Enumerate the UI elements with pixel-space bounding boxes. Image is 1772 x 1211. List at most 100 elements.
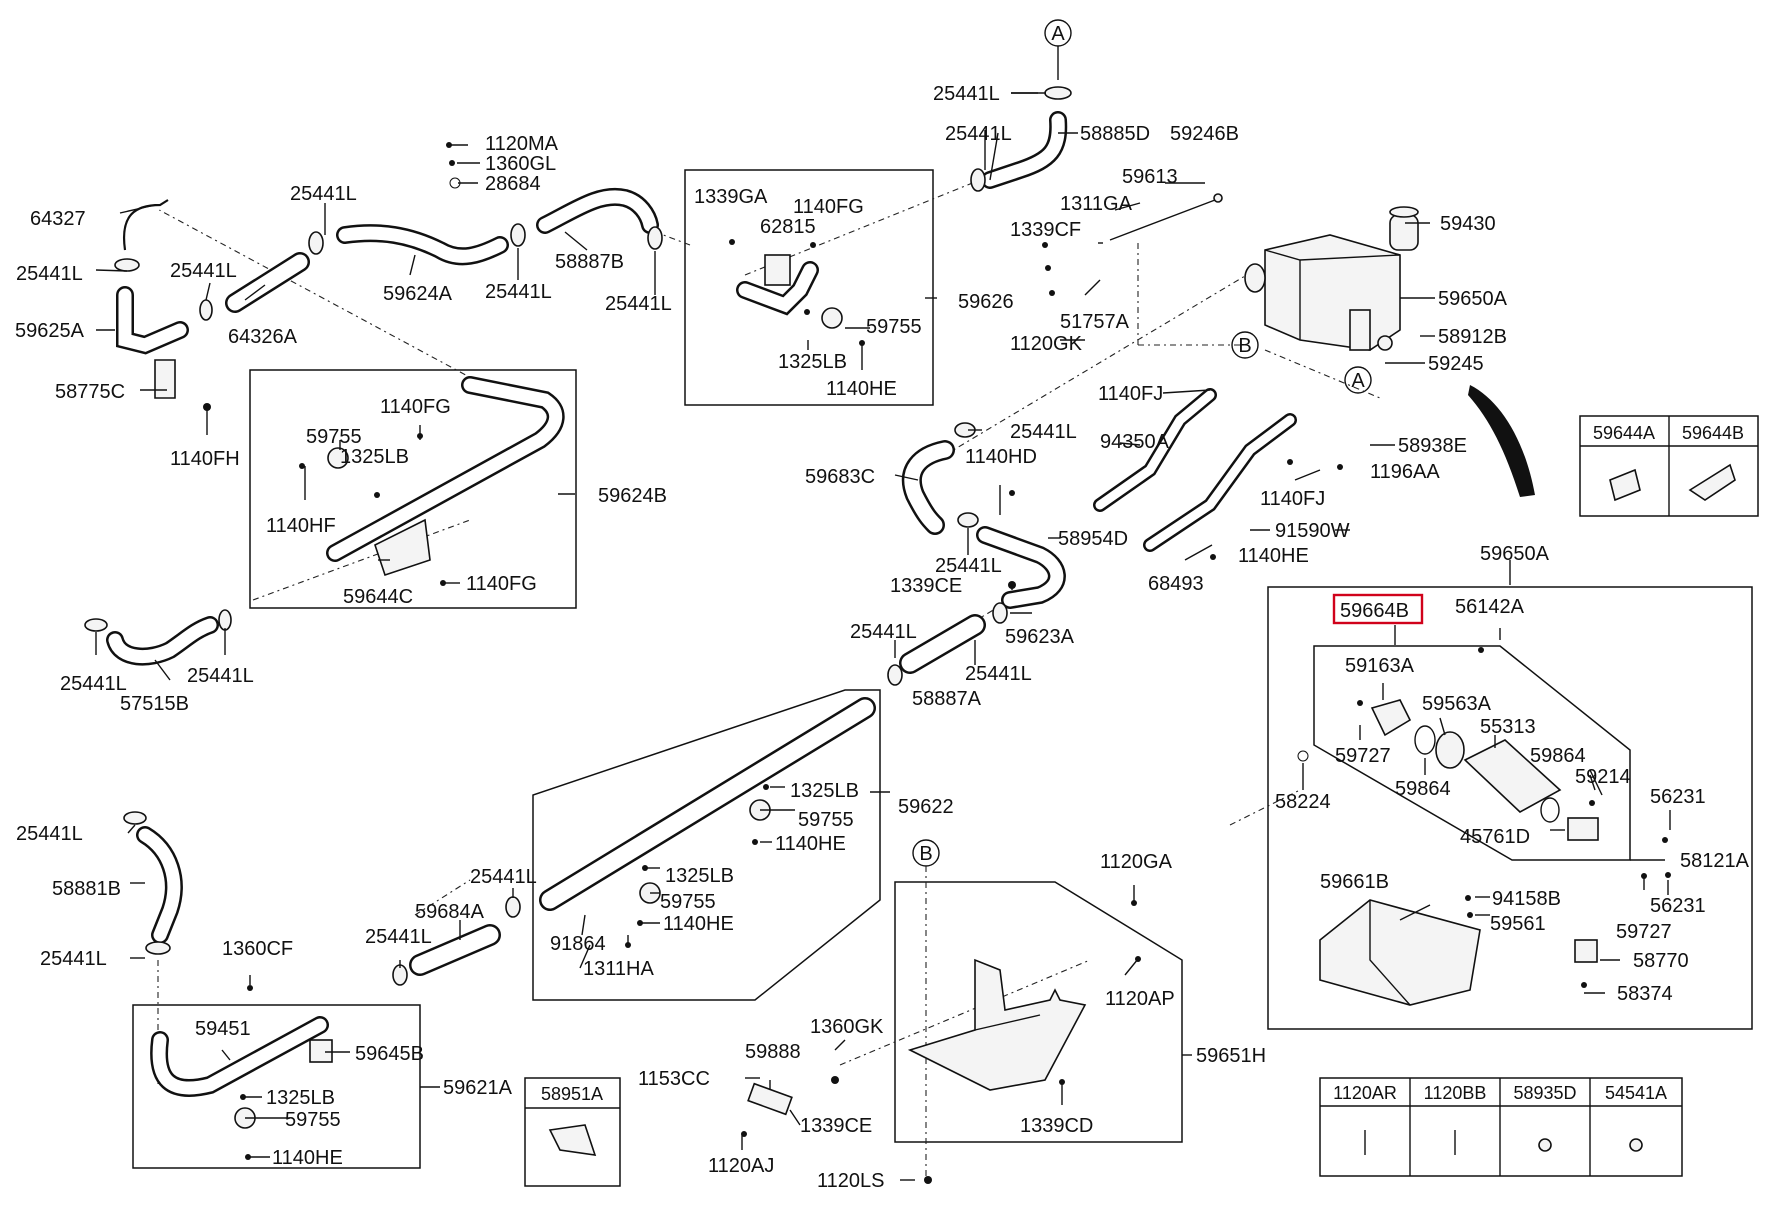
callout-91864: 91864 xyxy=(550,933,606,955)
ref-a-top-label: A xyxy=(1051,23,1065,45)
callout-1360gl: 1360GL xyxy=(485,153,556,175)
callout-1339cd: 1339CD xyxy=(1020,1115,1093,1137)
callout-25441l-h: 25441L xyxy=(60,673,127,695)
callout-58775c: 58775C xyxy=(55,381,125,403)
direction-arrow xyxy=(1468,385,1535,497)
callout-25441l-d: 25441L xyxy=(16,263,83,285)
callout-1120ls: 1120LS xyxy=(817,1170,884,1192)
callout-1325lb-l: 1325LB xyxy=(340,446,409,468)
callout-25441l-j: 25441L xyxy=(1010,421,1077,443)
group-box-59626 xyxy=(684,169,934,406)
callout-56142a: 56142A xyxy=(1455,596,1525,618)
callout-57515b: 57515B xyxy=(120,693,189,715)
ref-a-top: A xyxy=(1044,19,1072,80)
callout-51757a: 51757A xyxy=(1060,311,1130,333)
callout-1140fh: 1140FH xyxy=(170,448,240,470)
callout-25441l-n: 25441L xyxy=(470,866,537,888)
callout-59163a: 59163A xyxy=(1345,655,1415,677)
clamp-top-a xyxy=(1044,86,1072,100)
callout-59755-l: 59755 xyxy=(306,426,362,448)
bracket-59644a xyxy=(1609,468,1641,502)
callout-1140fj-a: 1140FJ xyxy=(1098,383,1163,405)
callout-58887b: 58887B xyxy=(555,251,624,273)
table-bottom-header-1: 1120BB xyxy=(1424,1083,1487,1103)
callout-58938e: 58938E xyxy=(1398,435,1467,457)
table-bottom-header-0: 1120AR xyxy=(1333,1083,1397,1103)
callout-58770: 58770 xyxy=(1633,950,1689,972)
bracket-59644c xyxy=(374,518,431,577)
callout-1140he-m2: 1140HE xyxy=(663,913,734,935)
callout-59624b: 59624B xyxy=(598,485,667,507)
table-59644-header-b: 59644B xyxy=(1682,423,1744,443)
callout-59661b: 59661B xyxy=(1320,871,1389,893)
callout-1339ce-m: 1339CE xyxy=(890,575,962,597)
callout-25441l-p: 25441L xyxy=(16,823,83,845)
callout-1153cc: 1153CC xyxy=(638,1068,710,1090)
flange-59163a xyxy=(1370,699,1412,737)
ref-b-mid-label: B xyxy=(1238,335,1251,357)
callout-labels: 25441L 58885D 59246B 25441L 59613 1311GA… xyxy=(15,83,1750,1192)
callout-1140fg-b: 1140FG xyxy=(466,573,537,595)
callout-64326a: 64326A xyxy=(228,326,298,348)
callout-59644c: 59644C xyxy=(343,586,413,608)
callout-1325lb-b: 1325LB xyxy=(266,1087,335,1109)
callout-1120gk: 1120GK xyxy=(1010,333,1083,355)
bracket-58775c xyxy=(154,359,176,399)
callout-1140he-m1: 1140HE xyxy=(775,833,846,855)
callout-59625a: 59625A xyxy=(15,320,85,342)
callout-25441l-k: 25441L xyxy=(935,555,1002,577)
block-45761d xyxy=(1567,817,1599,841)
callout-94158b: 94158B xyxy=(1492,888,1561,910)
oring-59864-a xyxy=(1414,725,1436,755)
callout-59626: 59626 xyxy=(958,291,1014,313)
callout-59451: 59451 xyxy=(195,1018,251,1040)
clamp-59755-t xyxy=(821,307,843,329)
table-bottom: 1120AR 1120BB 58935D 54541A xyxy=(1319,1077,1683,1177)
callout-25441l-a: 25441L xyxy=(933,83,1000,105)
group-box-59624b xyxy=(249,369,577,609)
callout-59650a-top: 59650A xyxy=(1438,288,1508,310)
callout-58374: 58374 xyxy=(1617,983,1673,1005)
core-55313 xyxy=(1463,739,1562,813)
callout-56231-b: 56231 xyxy=(1650,895,1706,917)
callout-59864-b: 59864 xyxy=(1530,745,1586,767)
callout-59245: 59245 xyxy=(1428,353,1484,375)
group-box-59651h xyxy=(894,881,1183,1143)
ref-a-mid-label: A xyxy=(1351,370,1365,392)
callout-1140hd: 1140HD xyxy=(965,446,1037,468)
callout-59563a: 59563A xyxy=(1422,693,1492,715)
callout-59214: 59214 xyxy=(1575,766,1631,788)
callout-58885d: 58885D xyxy=(1080,123,1150,145)
callout-1339ce-b: 1339CE xyxy=(800,1115,872,1137)
bracket-59888 xyxy=(747,1082,793,1116)
callout-59727-b: 59727 xyxy=(1616,921,1672,943)
callout-1360gk: 1360GK xyxy=(810,1016,884,1038)
callout-59864-a: 59864 xyxy=(1395,778,1451,800)
callout-25441l-c: 25441L xyxy=(290,183,357,205)
callout-1120ap: 1120AP xyxy=(1105,988,1175,1010)
callout-59650a-box: 59650A xyxy=(1480,543,1550,565)
bracket-58770 xyxy=(1574,939,1598,963)
oring-59864-b xyxy=(1540,797,1560,823)
callout-59651h: 59651H xyxy=(1196,1045,1266,1067)
bracket-59644b xyxy=(1688,463,1736,501)
callout-59624a: 59624A xyxy=(383,283,453,305)
callout-1311ha: 1311HA xyxy=(583,958,654,980)
callout-1360cf: 1360CF xyxy=(222,938,293,960)
table-58951a-header: 58951A xyxy=(541,1084,603,1104)
callout-25441l-m: 25441L xyxy=(965,663,1032,685)
callout-1140fg-a: 1140FG xyxy=(380,396,451,418)
callout-55313: 55313 xyxy=(1480,716,1536,738)
callout-1339cf: 1339CF xyxy=(1010,219,1081,241)
callout-59645b: 59645B xyxy=(355,1043,424,1065)
callout-1325lb-t: 1325LB xyxy=(778,351,847,373)
callout-1196aa: 1196AA xyxy=(1370,461,1440,483)
callout-25441l-q: 25441L xyxy=(40,948,107,970)
ref-a-mid: A xyxy=(1344,366,1372,394)
bracket-58951a xyxy=(548,1124,597,1156)
callout-1325lb-m2: 1325LB xyxy=(665,865,734,887)
callout-59621a: 59621A xyxy=(443,1077,513,1099)
callout-1120aj: 1120AJ xyxy=(708,1155,774,1177)
callout-1325lb-m1: 1325LB xyxy=(790,780,859,802)
callout-58954d: 58954D xyxy=(1058,528,1128,550)
